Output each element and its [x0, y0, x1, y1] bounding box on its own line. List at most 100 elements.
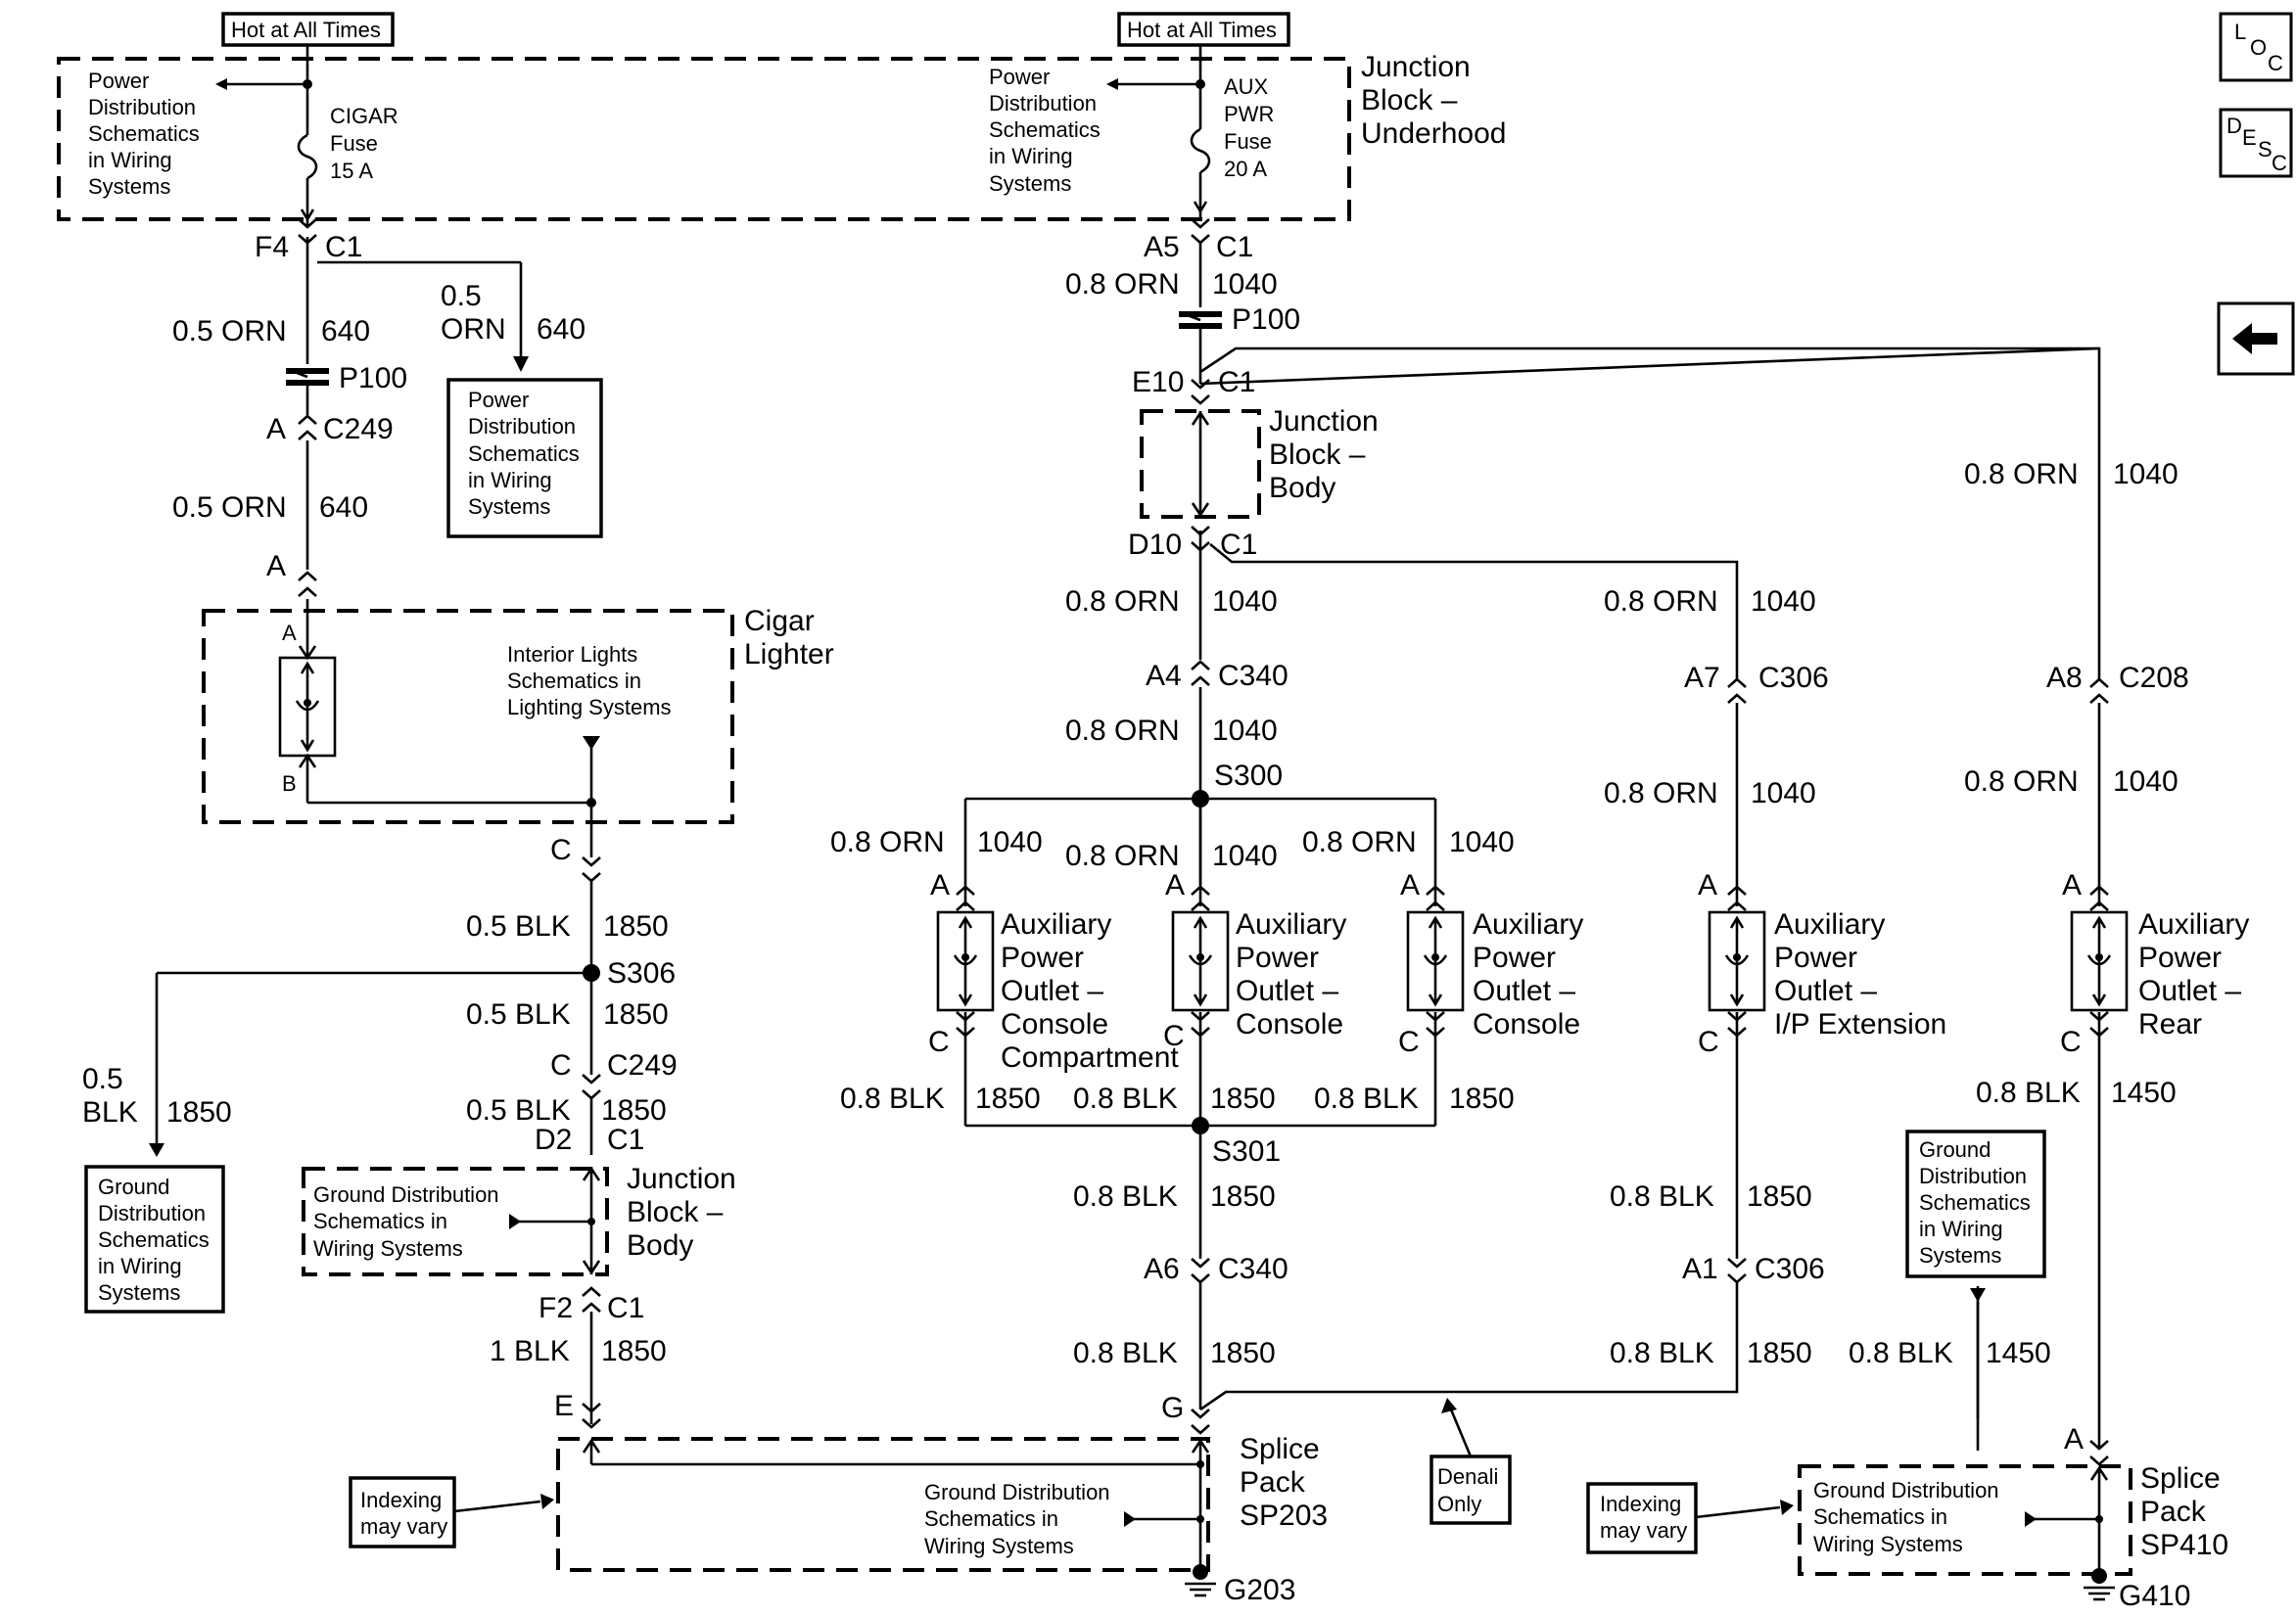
label-blk-1850-d: 1 BLK — [490, 1335, 570, 1367]
svg-text:Auxiliary: Auxiliary — [1001, 908, 1111, 941]
label-640-branch: 640 — [537, 313, 586, 346]
outlet-ip-extension — [1708, 910, 1766, 1012]
label-blk-1850-i: 0.8 BLK — [1073, 1337, 1178, 1369]
outlet-rear — [2070, 910, 2129, 1012]
label-c-outlet-4: C — [1698, 1026, 1719, 1058]
label-c-cigar: C — [550, 834, 572, 866]
label-blk-left-2: BLK — [82, 1096, 138, 1129]
svg-text:Power: Power — [2138, 942, 2222, 974]
label-c-outlet-2: C — [1163, 1020, 1185, 1052]
svg-text:Junction: Junction — [1361, 51, 1471, 83]
connector-a6-c340 — [1190, 1257, 1211, 1284]
label-c340-b: C340 — [1218, 1253, 1289, 1285]
svg-text:Ground Distribution: Ground Distribution — [924, 1480, 1110, 1504]
label-c1-d10: C1 — [1220, 529, 1257, 561]
label-c249-a: C249 — [323, 413, 394, 445]
hot-at-all-times-right: Hot at All Times — [1127, 18, 1277, 42]
svg-text:Schematics in: Schematics in — [313, 1209, 447, 1233]
outlet-3-label: Auxiliary Power Outlet – Console — [1473, 908, 1583, 1040]
svg-text:Ground Distribution: Ground Distribution — [1813, 1478, 1999, 1502]
label-orn-640-main: 0.5 ORN — [172, 315, 287, 347]
svg-text:Ground: Ground — [1919, 1137, 1991, 1162]
ground-distribution-ref-sp410: Ground Distribution Schematics in Wiring… — [1813, 1478, 1999, 1556]
svg-text:Body: Body — [627, 1229, 693, 1262]
svg-text:AUX: AUX — [1224, 74, 1269, 99]
svg-text:O: O — [2250, 35, 2267, 60]
sp203-wiring — [582, 1438, 1210, 1578]
label-a-c249: A — [266, 413, 286, 445]
desc-button[interactable]: D E S C — [2219, 108, 2293, 178]
svg-text:20 A: 20 A — [1224, 157, 1267, 181]
ground-distribution-ref-box-right — [1905, 1130, 2046, 1278]
svg-text:Schematics: Schematics — [88, 121, 200, 146]
svg-text:Power: Power — [468, 388, 529, 412]
label-blk-1850-a: 0.5 BLK — [466, 910, 571, 943]
sp203-ground-arrow — [1124, 1511, 1136, 1527]
svg-text:Outlet –: Outlet – — [1236, 975, 1338, 1007]
svg-text:Console: Console — [1001, 1008, 1108, 1040]
label-e10: E10 — [1132, 366, 1184, 398]
ground-g410-symbol — [2084, 1568, 2115, 1601]
label-d2: D2 — [535, 1124, 572, 1156]
svg-text:Outlet –: Outlet – — [1774, 975, 1877, 1007]
sp203-dot-mid — [1196, 1515, 1204, 1523]
sp410-wiring — [2027, 1465, 2109, 1578]
svg-text:Junction: Junction — [627, 1163, 736, 1195]
connector-c249-a — [297, 414, 318, 441]
svg-text:Block –: Block – — [1269, 439, 1366, 471]
svg-text:Outlet –: Outlet – — [2138, 975, 2241, 1007]
label-1850-h: 1850 — [1210, 1180, 1276, 1213]
label-a-cigar: A — [266, 550, 286, 582]
junction-ground-arrow — [509, 1214, 521, 1229]
junction-ground-dot — [587, 1218, 595, 1225]
svg-text:Console: Console — [1236, 1008, 1343, 1040]
label-orn-1040-b: 0.8 ORN — [1065, 585, 1180, 618]
outlet-console-compartment — [936, 910, 995, 1012]
label-orn-1040-c: 0.8 ORN — [1065, 715, 1180, 747]
label-1040-b: 1040 — [1212, 585, 1278, 618]
indexing-note-right — [1586, 1482, 1698, 1554]
splice-s301 — [1192, 1117, 1209, 1134]
indexing-right-line-1: Indexing — [1600, 1492, 1681, 1516]
label-blk-1850-e: 0.8 BLK — [840, 1083, 945, 1115]
svg-text:SP410: SP410 — [2140, 1529, 2228, 1561]
svg-text:Pack: Pack — [2140, 1496, 2207, 1528]
label-a-sp410: A — [2064, 1423, 2084, 1455]
svg-text:Power: Power — [989, 65, 1050, 89]
ground-distribution-ref-box-left-text: Ground Distribution Schematics in Wiring… — [98, 1175, 210, 1305]
back-button[interactable] — [2217, 301, 2295, 376]
label-a-outlet-1: A — [930, 869, 950, 901]
label-b-lighter: B — [282, 771, 297, 796]
svg-text:in Wiring: in Wiring — [1919, 1217, 2003, 1241]
ground-g203-symbol — [1185, 1564, 1216, 1597]
label-p100-right: P100 — [1232, 303, 1300, 336]
label-1040-f: 1040 — [1449, 826, 1515, 858]
label-blk-1850-k: 0.8 BLK — [1610, 1337, 1714, 1369]
label-1450-a: 1450 — [2111, 1077, 2177, 1109]
lighter-ground-dot — [586, 798, 596, 808]
svg-text:Auxiliary: Auxiliary — [1473, 908, 1583, 941]
label-c208: C208 — [2119, 662, 2189, 694]
cigar-lighter-element — [278, 656, 337, 758]
label-s300: S300 — [1214, 760, 1283, 792]
svg-text:Distribution: Distribution — [98, 1201, 206, 1225]
svg-text:Wiring Systems: Wiring Systems — [1813, 1532, 1963, 1556]
inline-p100-right — [1179, 311, 1222, 329]
svg-text:Schematics in: Schematics in — [924, 1506, 1058, 1531]
inline-p100-left — [286, 368, 329, 386]
splice-s306 — [583, 964, 600, 982]
svg-text:Wiring Systems: Wiring Systems — [313, 1236, 463, 1261]
aux-fuse-label: AUX PWR Fuse 20 A — [1224, 74, 1274, 181]
svg-text:Compartment: Compartment — [1001, 1041, 1179, 1074]
svg-text:Schematics in: Schematics in — [507, 669, 641, 693]
label-1040-a: 1040 — [1212, 268, 1278, 300]
label-a1: A1 — [1682, 1253, 1718, 1285]
svg-text:L: L — [2234, 20, 2246, 44]
label-c1-f4: C1 — [325, 231, 362, 263]
label-c1-f2: C1 — [607, 1292, 644, 1324]
label-1850-j: 1850 — [1747, 1180, 1812, 1213]
svg-text:in Wiring: in Wiring — [98, 1254, 182, 1278]
back-arrow-icon — [2232, 323, 2277, 354]
power-distribution-ref-box-text: Power Distribution Schematics in Wiring … — [468, 388, 580, 519]
loc-button[interactable]: L O C — [2219, 12, 2293, 82]
